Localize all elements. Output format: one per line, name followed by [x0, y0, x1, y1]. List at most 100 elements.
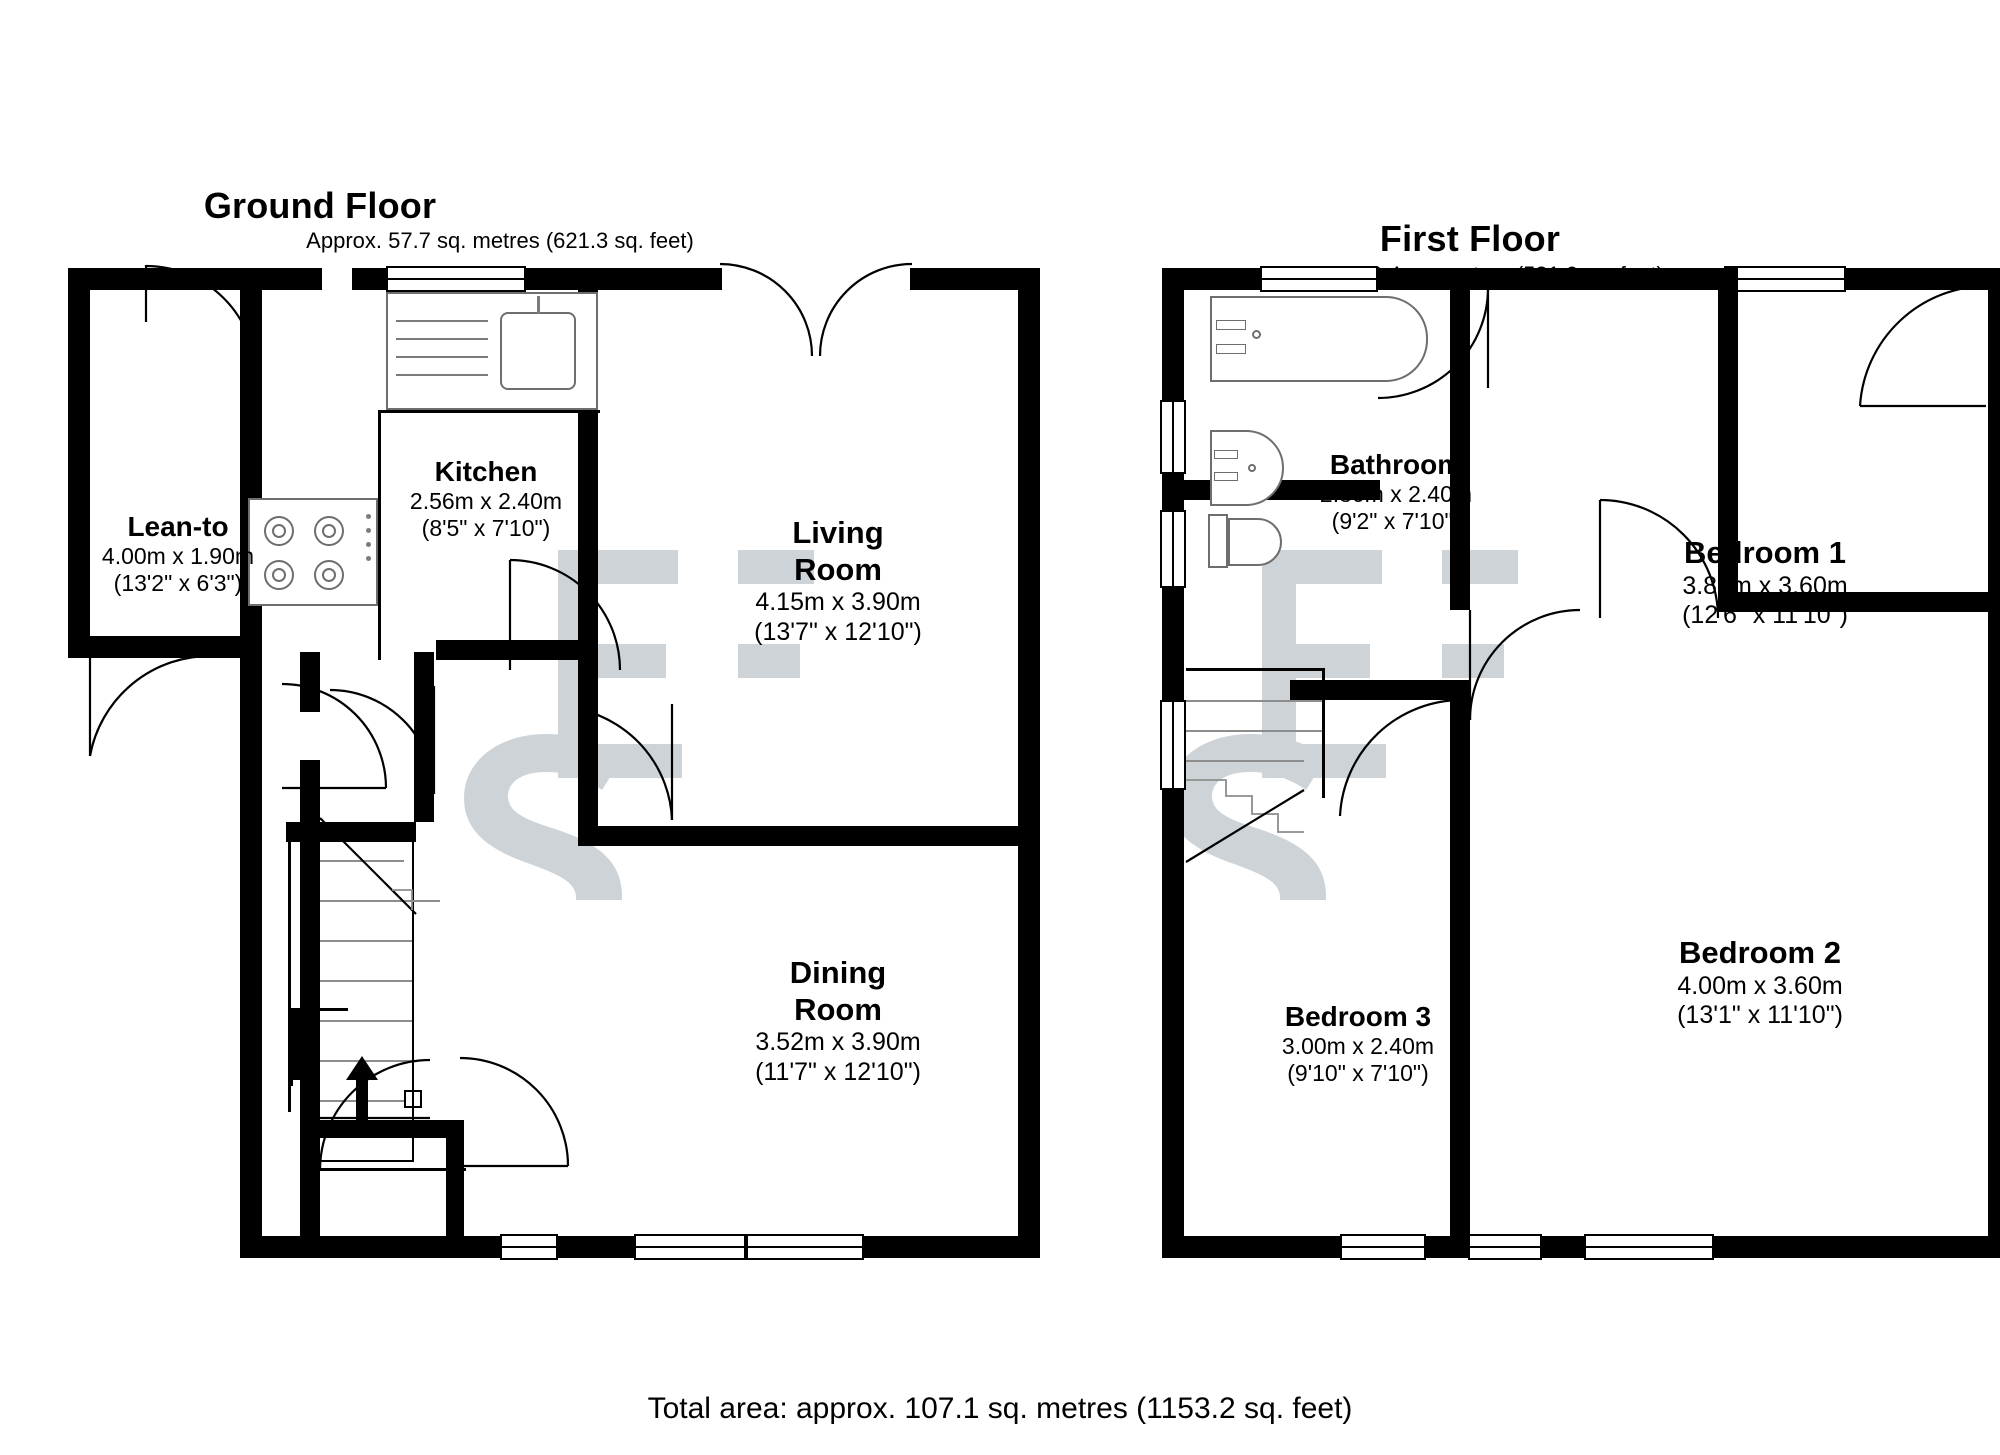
wall-hall-bottom-stub [300, 1140, 320, 1258]
up-arrow-icon [346, 1056, 378, 1126]
room-metric: 4.15m x 3.90m [755, 588, 921, 617]
ff-stair-tread-1 [1186, 700, 1322, 702]
bathroom-bathtub [1210, 296, 1428, 382]
wall-stair-right [414, 652, 434, 822]
wall-house-top-c [910, 268, 1040, 290]
door-arc-bathroom [1377, 287, 1490, 400]
room-name: Living [792, 515, 884, 550]
room-imperial: (8'5" x 7'10") [421, 515, 551, 542]
room-name: Kitchen [434, 456, 538, 487]
ff-stair-outline-top [1186, 668, 1324, 671]
first-floor-plan: First Floor Approx. 49.4 sq. metres (531… [1100, 0, 2000, 1340]
window-ff-bedroom1-top [1724, 266, 1846, 292]
bathtub-tap-1 [1216, 320, 1246, 330]
room-metric: 2.80m x 2.40m [1319, 481, 1473, 508]
wall-house-left-lower [240, 636, 262, 1258]
room-name-2: Room [794, 551, 882, 587]
window-dining-bottom-1 [500, 1234, 558, 1260]
door-arc-front-entry [329, 686, 436, 795]
wall-ff-bottom-a [1162, 1236, 1346, 1258]
wall-house-right [1018, 268, 1040, 1258]
wall-ff-bathroom-right [1450, 268, 1470, 498]
room-name: Bedroom 2 [1679, 935, 1841, 970]
stair-winder-lines [319, 817, 417, 915]
kitchen-drainer-line-2 [396, 338, 488, 340]
kitchen-drainer-line-4 [396, 374, 488, 376]
wall-leanto-left [68, 268, 90, 658]
door-arc-bedroom1 [1858, 284, 1989, 408]
wall-leanto-top-left [68, 268, 258, 290]
room-name: Bathroom [1329, 449, 1463, 480]
hob-burner-3 [264, 560, 294, 590]
wall-hall-lower-div [446, 1120, 464, 1258]
hob-control-3 [366, 542, 371, 547]
room-name: Dining [789, 955, 887, 990]
ff-stair-winder-lines [1185, 779, 1305, 863]
wall-ff-landing-right [1450, 480, 1470, 610]
wall-ff-bed2-left [1450, 680, 1470, 1258]
wall-ff-bed1-bottom [1718, 592, 2000, 612]
stair-tread-3 [320, 940, 412, 942]
room-name: Bedroom 1 [1684, 535, 1846, 570]
door-arc-landing-bedroom1 [1598, 498, 1720, 619]
door-arc-leanto-exterior [144, 264, 258, 377]
room-label-bedroom-2: Bedroom 2 4.00m x 3.60m (13'1" x 11'10") [1590, 935, 1930, 1031]
hob-burner-1-inner [272, 524, 286, 538]
hob-burner-1 [264, 516, 294, 546]
stair-outline-bottom [320, 1160, 414, 1162]
kitchen-hob [248, 498, 378, 606]
total-area-footer: Total area: approx. 107.1 sq. metres (11… [647, 1392, 1353, 1425]
room-imperial: (12'6" x 11'10") [1682, 601, 1848, 630]
room-imperial: (9'2" x 7'10") [1331, 508, 1461, 535]
bathroom-toilet-cistern [1208, 514, 1228, 568]
room-imperial: (13'2" x 6'3") [113, 570, 243, 597]
hob-burner-2 [314, 516, 344, 546]
door-arc-wc-left [318, 1058, 431, 1171]
room-imperial: (13'1" x 11'10") [1677, 1001, 1843, 1030]
wall-hall-right [578, 640, 598, 846]
wall-ff-bed1-left [1718, 268, 1738, 608]
kitchen-tap [537, 296, 540, 314]
stair-tread-5 [320, 1020, 412, 1022]
room-name: Bedroom 3 [1284, 1001, 1432, 1032]
wall-ff-landing-bottom [1290, 680, 1470, 700]
hob-burner-4 [314, 560, 344, 590]
window-dining-bottom-3 [746, 1234, 864, 1260]
window-ff-landing-left-2 [1160, 510, 1186, 588]
kitchen-sink-basin [500, 312, 576, 390]
stairs-up-arrow [344, 1056, 380, 1131]
room-name: Lean-to [127, 511, 229, 542]
wall-living-dining-divider [578, 826, 1040, 846]
hob-burner-4-inner [322, 568, 336, 582]
window-ff-bedroom2-bottom-1 [1468, 1234, 1542, 1260]
stair-tread-6 [320, 1060, 412, 1062]
basin-plug [1248, 464, 1256, 472]
room-imperial: (9'10" x 7'10") [1287, 1060, 1429, 1087]
ff-stair-tread-2 [1186, 730, 1322, 732]
ground-floor-plan: Ground Floor Approx. 57.7 sq. metres (62… [58, 185, 1040, 1260]
wall-kitchen-partition-h [378, 410, 600, 413]
door-arc-leanto-left [88, 654, 213, 757]
front-door-frame-top [290, 1008, 293, 1086]
window-kitchen-top [386, 266, 526, 292]
room-name-2: Room [794, 991, 882, 1027]
hob-control-4 [366, 556, 371, 561]
room-label-kitchen: Kitchen 2.56m x 2.40m (8'5" x 7'10") [355, 455, 617, 542]
room-label-living-room: Living Room 4.15m x 3.90m (13'7" x 12'10… [700, 515, 976, 647]
door-arc-bedroom2 [1468, 608, 1581, 721]
wall-hall-cupboard [286, 822, 416, 842]
basin-tap-1 [1214, 450, 1238, 459]
window-ff-bedroom3-bottom [1340, 1234, 1426, 1260]
wc-cupboard-edge [320, 1168, 466, 1171]
wall-ff-right [1988, 268, 2000, 1258]
wall-ff-bottom-d [1710, 1236, 2000, 1258]
stair-tread-2 [320, 900, 440, 902]
room-imperial: (11'7" x 12'10") [755, 1057, 921, 1086]
room-label-lean-to: Lean-to 4.00m x 1.90m (13'2" x 6'3") [58, 510, 298, 597]
door-arc-hall-living-lower [581, 704, 674, 821]
ground-floor-area: Approx. 57.7 sq. metres (621.3 sq. feet) [306, 228, 694, 253]
stair-outline-right [412, 822, 414, 1162]
wall-ff-top-c [1840, 268, 2000, 290]
room-metric: 4.00m x 1.90m [101, 543, 255, 570]
room-metric: 2.56m x 2.40m [409, 488, 563, 515]
